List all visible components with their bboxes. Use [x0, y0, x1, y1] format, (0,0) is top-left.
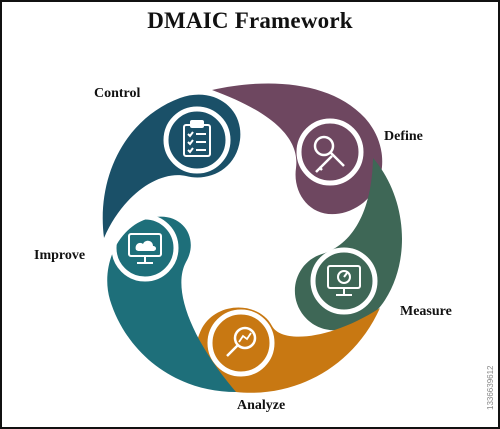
- improve-label: Improve: [34, 248, 86, 263]
- control-segment: [102, 94, 241, 238]
- control-icon-badge: [163, 106, 231, 174]
- improve-segment: [107, 216, 236, 392]
- side-reference-number: 1336639612: [486, 365, 495, 411]
- analyze-label: Analyze: [237, 398, 286, 413]
- monitor-gauge-icon: [327, 265, 361, 296]
- define-icon-badge: [296, 118, 364, 186]
- magnifier-chart-icon: [226, 326, 257, 357]
- measure-label: Measure: [400, 304, 452, 319]
- control-label: Control: [94, 86, 141, 101]
- analyze-icon-badge: [207, 309, 275, 377]
- page-title: DMAIC Framework: [147, 8, 353, 33]
- improve-icon-badge: [111, 214, 179, 282]
- define-label: Define: [384, 129, 423, 144]
- clipboard-checklist-icon: [183, 120, 211, 157]
- magnifier-pen-icon: [313, 135, 345, 173]
- measure-icon-badge: [310, 247, 378, 315]
- monitor-cloud-icon: [128, 233, 162, 264]
